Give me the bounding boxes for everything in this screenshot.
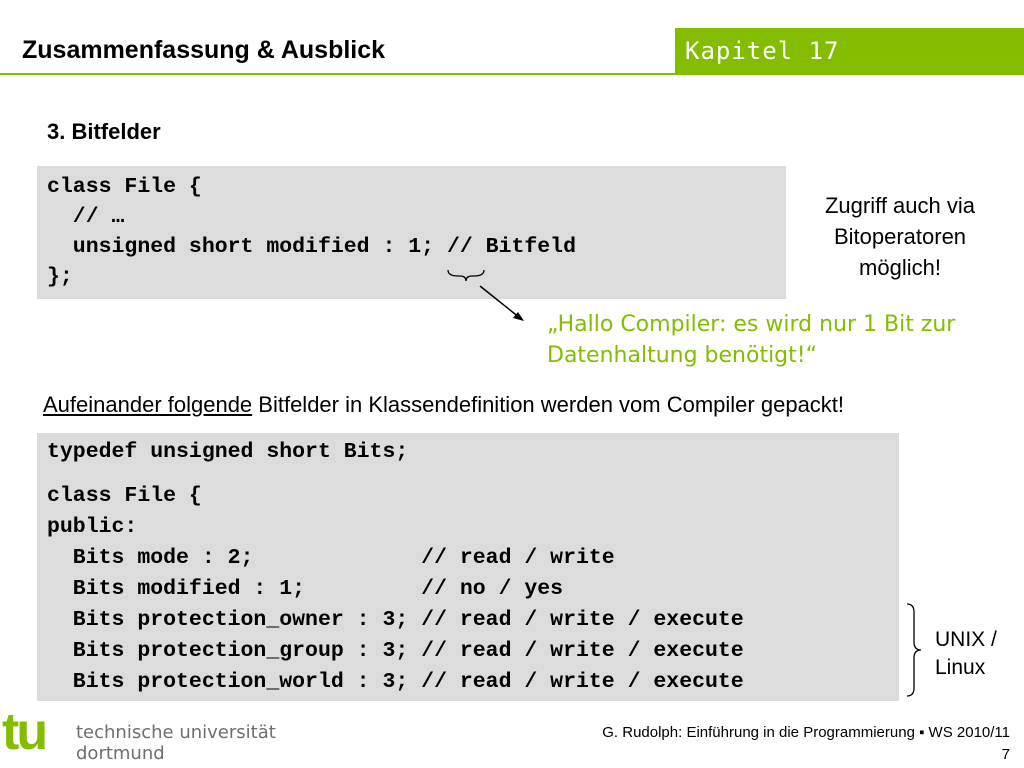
code-block-file-class: typedef unsigned short Bits; class File … [37, 433, 899, 701]
packing-statement: Aufeinander folgende Bitfelder in Klasse… [43, 392, 844, 418]
unix-linux-label: UNIX / Linux [935, 626, 997, 682]
footer-credit: G. Rudolph: Einführung in die Programmie… [602, 722, 1010, 766]
page-number: 7 [1001, 746, 1010, 763]
slide-header: Zusammenfassung & Ausblick Kapitel 17 [0, 28, 1024, 75]
tu-logo-mark: tu [2, 703, 48, 761]
code-line: class File { [47, 484, 202, 508]
code-line: Bits modified : 1; // no / yes [47, 577, 564, 601]
compiler-note-line: „Hallo Compiler: es wird nur 1 Bit zur [547, 312, 956, 337]
note-line: Bitoperatoren [833, 224, 967, 249]
code-line: Bits protection_group : 3; // read / wri… [47, 639, 744, 663]
compiler-note-line: Datenhaltung benötigt!“ [547, 343, 817, 368]
footer-credit-text: G. Rudolph: Einführung in die Programmie… [602, 724, 1010, 741]
code-line: Bits mode : 2; // read / write [47, 546, 615, 570]
chapter-badge: Kapitel 17 [675, 28, 1024, 75]
right-brace-icon [906, 603, 922, 697]
underbrace-icon [447, 269, 485, 282]
header-divider [0, 73, 675, 75]
code-line: Bits protection_owner : 3; // read / wri… [47, 608, 744, 632]
logo-text-line1: technische universität [76, 722, 276, 743]
code-line: class File { [47, 175, 202, 199]
bit-width-brace [447, 269, 524, 321]
code-line: }; [47, 265, 73, 289]
slide-title: Zusammenfassung & Ausblick [22, 36, 386, 64]
statement-emphasis: Aufeinander folgende [43, 392, 253, 417]
bitoperator-note: Zugriff auch via Bitoperatoren möglich! [800, 190, 1000, 283]
note-line: möglich! [859, 255, 941, 280]
unix-label-line: UNIX / [935, 628, 997, 651]
statement-text: Bitfelder in Klassendefinition werden vo… [252, 392, 845, 417]
code-line: Bits protection_world : 3; // read / wri… [47, 670, 744, 694]
code-line: typedef unsigned short Bits; [47, 440, 409, 464]
code-line: unsigned short modified : 1; // Bitfeld [47, 235, 576, 259]
university-logo: tu technische universität dortmund [0, 703, 300, 768]
chapter-label: Kapitel 17 [685, 37, 840, 65]
logo-text-line2: dortmund [76, 743, 165, 764]
code-block-bitfield: class File { // … unsigned short modifie… [37, 166, 786, 299]
unix-label-line: Linux [935, 656, 986, 679]
arrow-line [479, 285, 521, 319]
arrow-head-icon [513, 312, 524, 321]
code-line: // … [47, 205, 125, 229]
note-line: Zugriff auch via [824, 193, 975, 218]
compiler-note: „Hallo Compiler: es wird nur 1 Bit zur D… [547, 309, 955, 371]
section-title: 3. Bitfelder [47, 119, 161, 144]
code-line: public: [47, 515, 138, 539]
